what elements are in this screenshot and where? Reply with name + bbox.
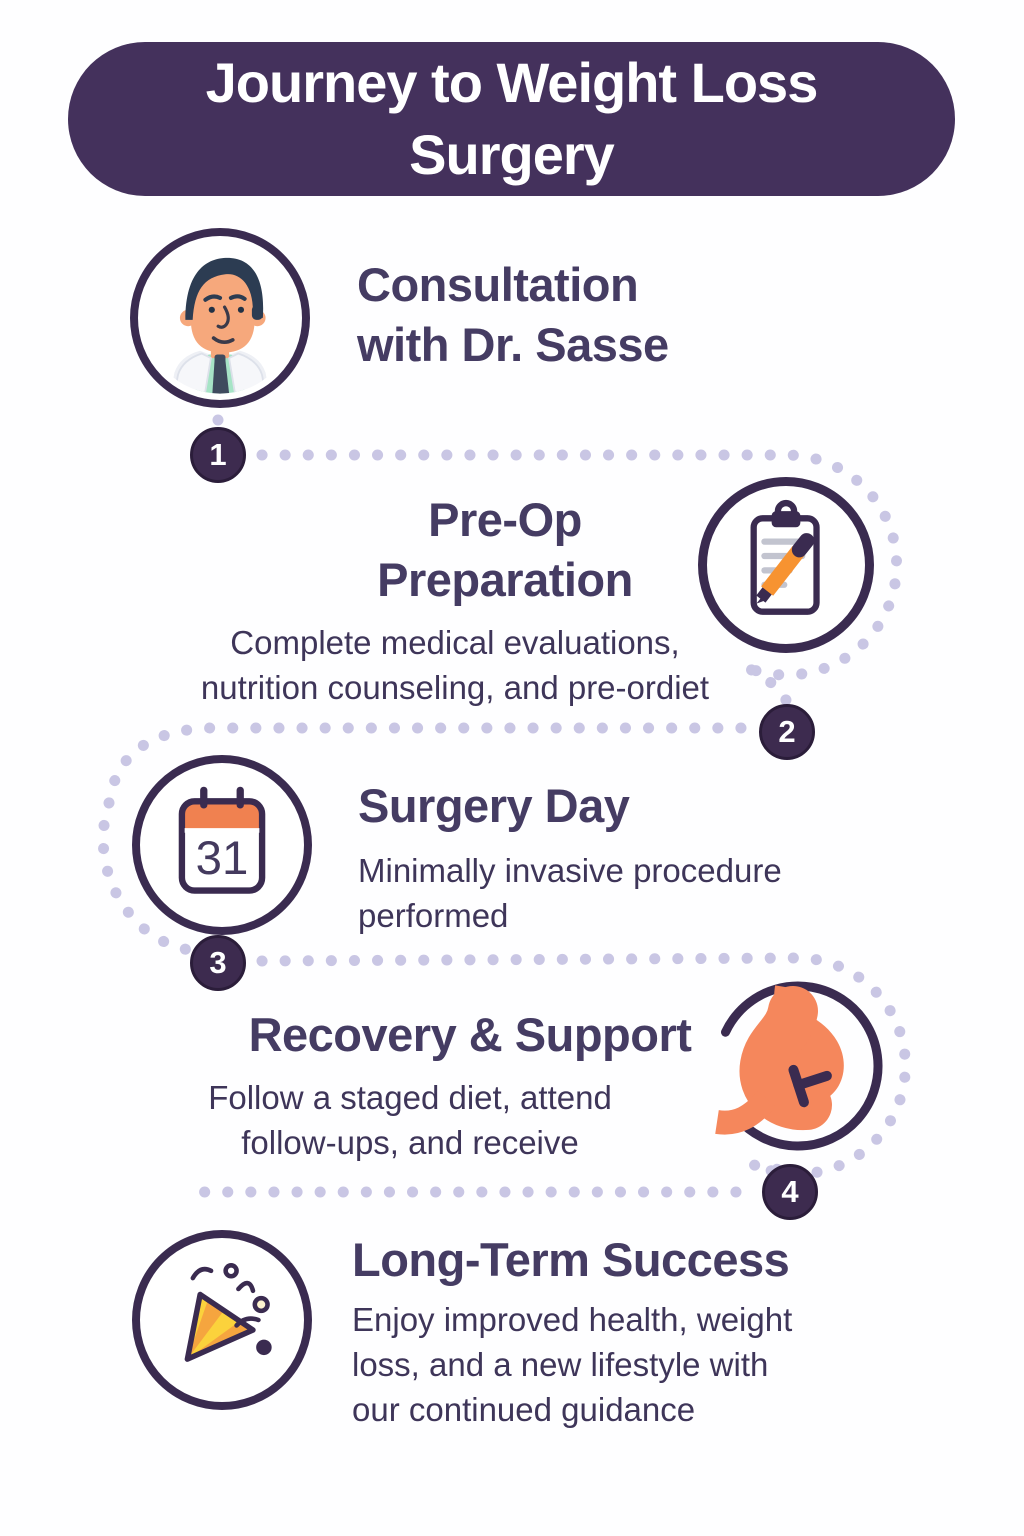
step-2-title-line: Preparation [377, 553, 633, 606]
step-3-title: Surgery Day [358, 776, 838, 836]
dotted-path-1-to-2 [256, 449, 903, 706]
step-4-number-badge: 4 [762, 1164, 818, 1220]
step-5-desc-line: Enjoy improved health, weight [352, 1301, 793, 1338]
step-5-title-line: Long-Term Success [352, 1233, 790, 1286]
calendar-day-number: 31 [196, 832, 249, 885]
step-1-title: Consultation with Dr. Sasse [357, 255, 777, 375]
party-popper-icon [184, 1263, 272, 1362]
step-3-description: Minimally invasive procedure performed [358, 848, 918, 938]
step-3-title-line: Surgery Day [358, 779, 630, 832]
clipboard-pencil-icon [750, 499, 820, 615]
step-4-desc-line: Follow a staged diet, attend [208, 1079, 612, 1116]
dotted-path-3-to-4 [256, 952, 911, 1180]
step-5-desc-line: our continued guidance [352, 1391, 696, 1428]
step-2-desc-line: Complete medical evaluations, [230, 624, 680, 661]
step-5-title: Long-Term Success [352, 1230, 912, 1290]
connector-dot [212, 414, 224, 426]
stomach-icon [715, 981, 883, 1151]
step-4-description: Follow a staged diet, attend follow-ups,… [130, 1075, 690, 1165]
step-1-title-line: with Dr. Sasse [357, 318, 669, 371]
page-title-line: Journey to Weight Loss [205, 51, 819, 114]
step-5-icon-circle [132, 1230, 312, 1410]
doctor-icon [144, 242, 296, 394]
step-2-title: Pre-Op Preparation [295, 490, 715, 610]
calendar-icon: 31 [178, 786, 266, 894]
step-2-description: Complete medical evaluations, nutrition … [120, 620, 790, 710]
title-banner: Journey to Weight Loss Surgery [68, 42, 955, 196]
step-2-title-line: Pre-Op [428, 493, 582, 546]
step-4-title: Recovery & Support [150, 1005, 790, 1065]
page-title-line: Surgery [409, 123, 615, 186]
step-4-title-line: Recovery & Support [248, 1008, 692, 1061]
step-3-number-badge: 3 [190, 935, 246, 991]
step-3-icon-circle: 31 [132, 755, 312, 935]
step-2-desc-line: nutrition counseling, and pre-ordiet [200, 669, 710, 706]
dotted-path-2-to-3 [97, 722, 747, 957]
step-4-desc-line: follow-ups, and receive [241, 1124, 579, 1161]
step-3-desc-line: performed [358, 897, 509, 934]
step-4-icon-area [693, 971, 893, 1171]
step-2-icon-circle [698, 477, 874, 653]
step-3-desc-line: Minimally invasive procedure [358, 852, 782, 889]
step-1-number-badge: 1 [190, 427, 246, 483]
step-2-number-badge: 2 [759, 704, 815, 760]
step-1-title-line: Consultation [357, 258, 639, 311]
step-1-icon-circle [130, 228, 310, 408]
step-5-description: Enjoy improved health, weight loss, and … [352, 1297, 932, 1432]
step-5-desc-line: loss, and a new lifestyle with [352, 1346, 769, 1383]
